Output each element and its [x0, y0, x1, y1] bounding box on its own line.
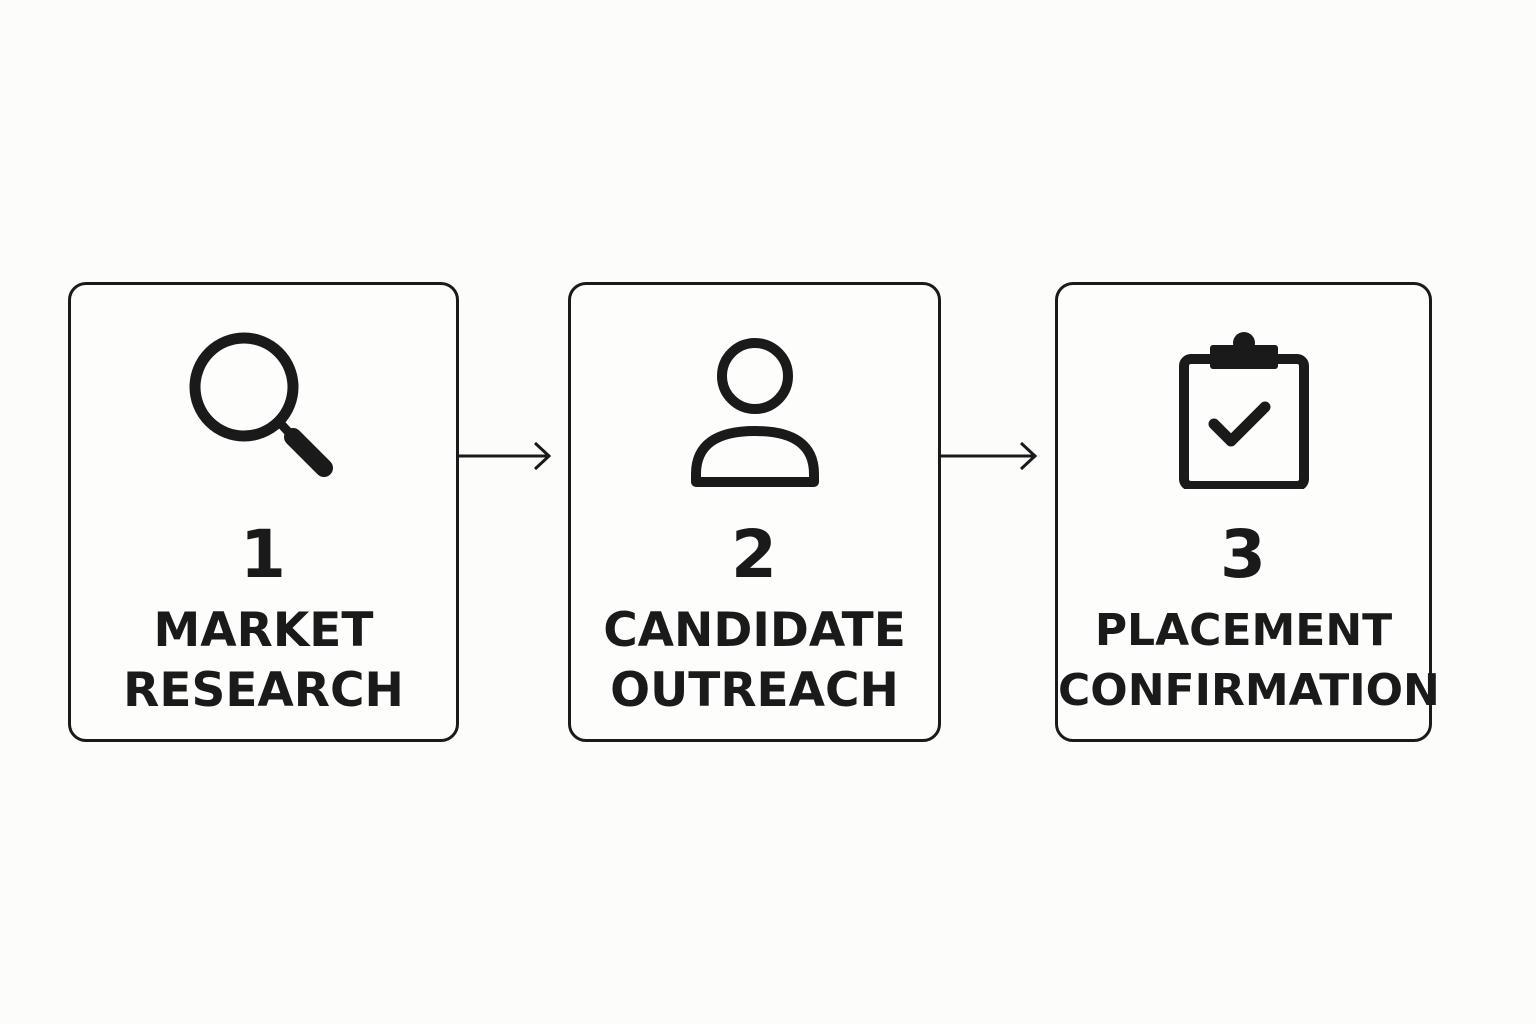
step-label-line-2: RESEARCH — [123, 663, 404, 718]
step-label-line-2: CONFIRMATION — [1058, 665, 1440, 716]
step-number: 2 — [731, 516, 778, 593]
person-icon — [680, 329, 830, 489]
step-label-line-1: CANDIDATE — [603, 603, 906, 658]
arrow-right-icon — [941, 438, 1039, 474]
step-label-line-1: MARKET — [153, 603, 374, 658]
step-label-line-2: OUTREACH — [610, 663, 899, 718]
step-card-market-research: 1 MARKET RESEARCH — [68, 282, 459, 742]
step-number: 1 — [240, 516, 287, 593]
step-number: 3 — [1220, 516, 1267, 593]
step-label-line-1: PLACEMENT — [1094, 605, 1393, 656]
step-card-candidate-outreach: 2 CANDIDATE OUTREACH — [568, 282, 941, 742]
arrow-right-icon — [459, 438, 553, 474]
step-card-placement-confirmation: 3 PLACEMENT CONFIRMATION — [1055, 282, 1440, 742]
search-icon — [189, 329, 339, 489]
clipboard-check-icon — [1169, 329, 1319, 489]
